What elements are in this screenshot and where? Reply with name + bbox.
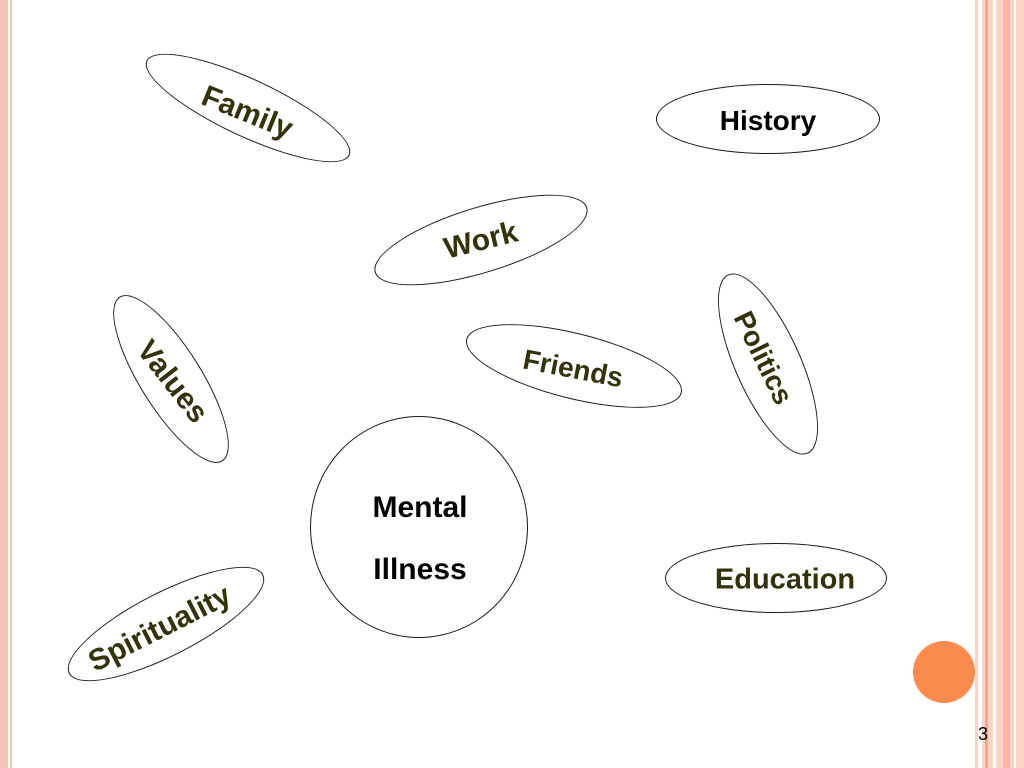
page-number: 3 xyxy=(978,724,989,744)
border-stripe xyxy=(1014,0,1016,768)
border-stripe xyxy=(985,0,988,768)
oval-education xyxy=(665,543,887,613)
border-stripe xyxy=(978,0,982,768)
label-history: History xyxy=(719,105,817,136)
slide-border-left xyxy=(0,0,8,768)
slide-border-left-line xyxy=(10,0,12,768)
oval-history xyxy=(656,84,880,154)
center-label-line1: Mental xyxy=(372,491,468,524)
center-label-line2: Illness xyxy=(373,553,467,586)
center-oval xyxy=(310,416,528,638)
label-education: Education xyxy=(714,563,856,596)
orange-circle-decoration xyxy=(913,641,975,703)
border-stripe xyxy=(993,0,996,768)
border-stripe xyxy=(1003,0,1010,768)
slide-border-right xyxy=(975,0,1024,768)
